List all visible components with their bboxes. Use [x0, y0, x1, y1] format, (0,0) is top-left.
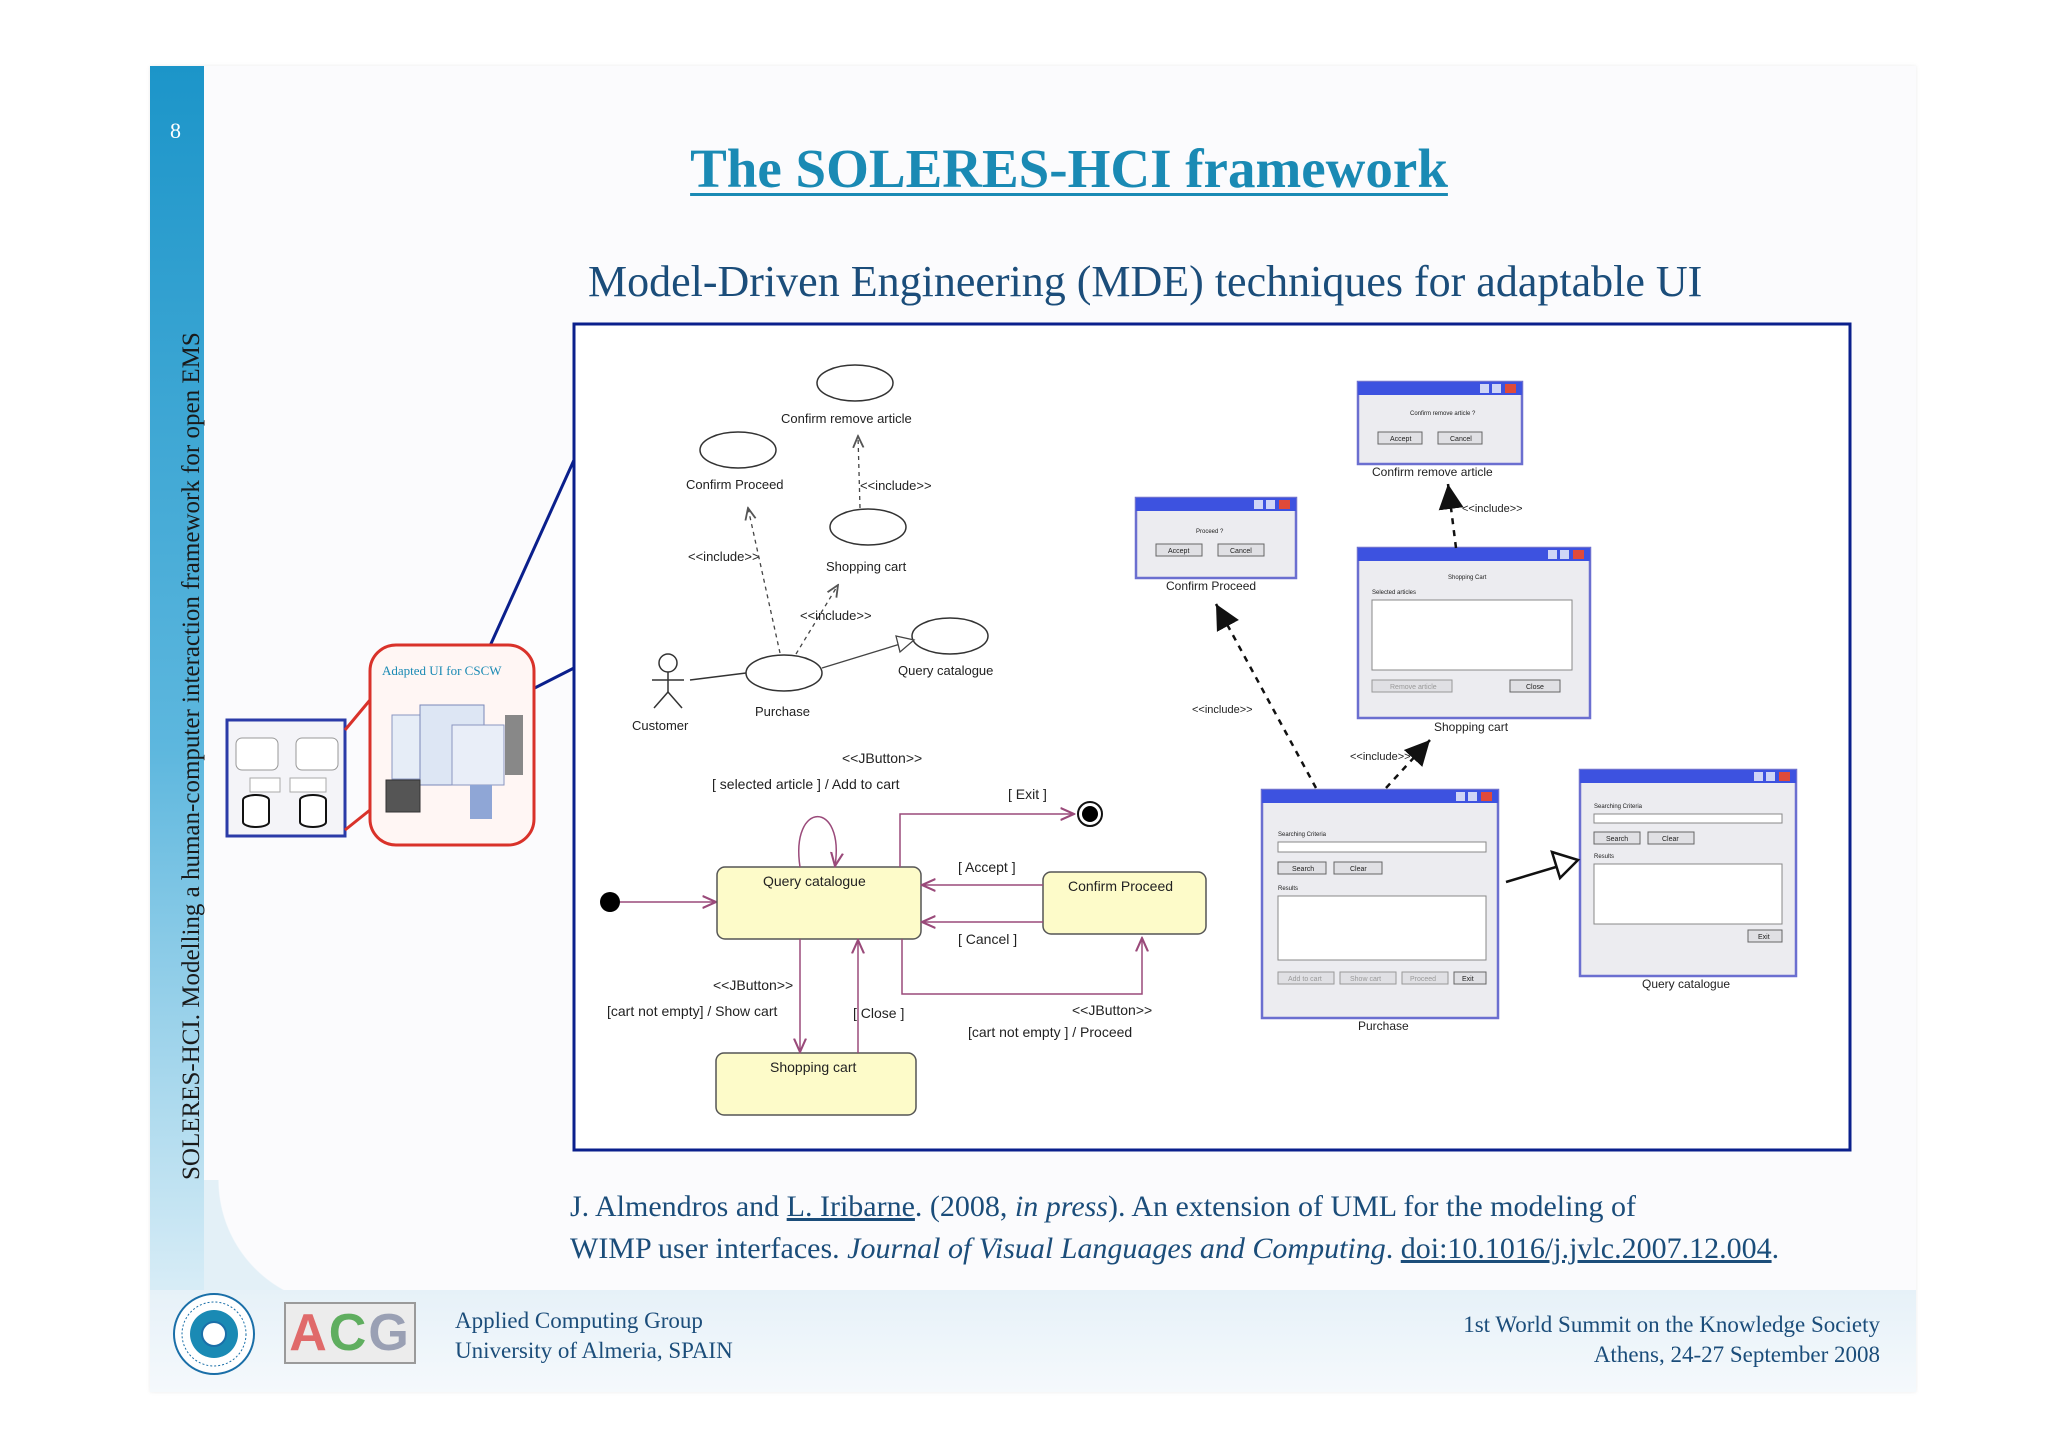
- slide-title: The SOLERES-HCI framework: [690, 138, 1448, 199]
- window-confirm-proceed: Proceed ? Accept Cancel Confirm Proceed: [1134, 496, 1298, 593]
- svg-text:Confirm remove article ?: Confirm remove article ?: [1410, 411, 1476, 417]
- acg-logo: ACG: [284, 1302, 416, 1364]
- svg-text:Proceed ?: Proceed ?: [1196, 529, 1224, 535]
- footer-date: Athens, 24-27 September 2008: [1593, 1342, 1880, 1367]
- svg-text:Close: Close: [1526, 684, 1544, 691]
- svg-text:Confirm Proceed: Confirm Proceed: [1166, 579, 1256, 593]
- doi-link[interactable]: doi:10.1016/j.jvlc.2007.12.004: [1400, 1232, 1772, 1265]
- ui-windows: Confirm remove article ? Accept Cancel C…: [1134, 380, 1798, 1033]
- inset-thumbnail: [225, 699, 372, 838]
- uc-include-2: <<include>>: [688, 549, 760, 564]
- university-seal: [173, 1293, 255, 1375]
- window-purchase: Searching Criteria Search Clear Results …: [1260, 788, 1500, 1033]
- label-close: [ Close ]: [853, 1005, 904, 1021]
- svg-text:Remove article: Remove article: [1390, 684, 1437, 691]
- slide-subtitle: Model-Driven Engineering (MDE) technique…: [588, 257, 1703, 306]
- cscw-label: Adapted UI for CSCW: [382, 663, 502, 678]
- uc-shopping-cart: Shopping cart: [826, 559, 907, 574]
- label-exit: [ Exit ]: [1008, 786, 1047, 802]
- svg-text:Proceed: Proceed: [1410, 976, 1436, 983]
- svg-text:Accept: Accept: [1168, 548, 1189, 555]
- window-query-catalogue: Searching Criteria Search Clear Results …: [1578, 768, 1798, 991]
- uc-purchase: Purchase: [755, 704, 810, 719]
- state-cart: Shopping cart: [770, 1059, 857, 1075]
- uc-include-3: <<include>>: [800, 608, 872, 623]
- svg-text:Add to cart: Add to cart: [1288, 976, 1322, 983]
- svg-text:Shopping cart: Shopping cart: [1434, 720, 1509, 734]
- label-cancel: [ Cancel ]: [958, 931, 1017, 947]
- win-include-2: <<include>>: [1192, 704, 1253, 716]
- label-jbutton-3: <<JButton>>: [1072, 1002, 1152, 1018]
- footer-group: Applied Computing Group: [455, 1308, 703, 1333]
- uc-actor-customer: Customer: [632, 718, 689, 733]
- svg-text:Purchase: Purchase: [1358, 1019, 1409, 1033]
- svg-text:Selected articles: Selected articles: [1372, 590, 1416, 596]
- footer-band: [150, 1290, 1916, 1392]
- cscw-callout: Adapted UI for CSCW: [368, 643, 536, 847]
- svg-text:Exit: Exit: [1758, 934, 1770, 941]
- svg-text:Results: Results: [1594, 854, 1614, 860]
- svg-text:Search: Search: [1292, 866, 1314, 873]
- svg-text:Clear: Clear: [1662, 836, 1679, 843]
- acg-logo-text: ACG: [289, 1304, 411, 1362]
- uc-include-1: <<include>>: [860, 478, 932, 493]
- label-accept: [ Accept ]: [958, 859, 1016, 875]
- footer-event: 1st World Summit on the Knowledge Societ…: [1463, 1312, 1880, 1337]
- uc-confirm-proceed: Confirm Proceed: [686, 477, 784, 492]
- sidebar-bar: [150, 66, 204, 1306]
- svg-text:Clear: Clear: [1350, 866, 1367, 873]
- citation: J. Almendros and L. Iribarne. (2008, in …: [570, 1186, 1779, 1270]
- author-link[interactable]: L. Iribarne: [786, 1190, 915, 1223]
- svg-text:Cancel: Cancel: [1450, 436, 1472, 443]
- svg-text:Shopping Cart: Shopping Cart: [1448, 575, 1487, 581]
- svg-text:Show cart: Show cart: [1350, 976, 1381, 983]
- footer-right: 1st World Summit on the Knowledge Societ…: [1340, 1310, 1880, 1370]
- uc-query-catalogue: Query catalogue: [898, 663, 993, 678]
- page-number: 8: [170, 118, 181, 143]
- citation-line-1: J. Almendros and L. Iribarne. (2008, in …: [570, 1190, 1636, 1223]
- uc-confirm-remove: Confirm remove article: [781, 411, 912, 426]
- state-diagram: Query catalogue Confirm Proceed Shopping…: [600, 750, 1207, 1116]
- window-shopping-cart: Shopping Cart Selected articles Remove a…: [1356, 546, 1592, 734]
- label-proceed: [cart not empty ] / Proceed: [968, 1024, 1132, 1040]
- svg-text:Results: Results: [1278, 886, 1298, 892]
- footer-left: Applied Computing Group University of Al…: [455, 1306, 733, 1366]
- window-confirm-remove: Confirm remove article ? Accept Cancel C…: [1356, 380, 1524, 479]
- label-selected: [ selected article ] / Add to cart: [712, 776, 900, 792]
- label-jbutton-1: <<JButton>>: [842, 750, 922, 766]
- svg-text:Exit: Exit: [1462, 976, 1474, 983]
- diagram-frame: [572, 322, 1852, 1152]
- use-case-diagram: Confirm remove article Confirm Proceed S…: [632, 364, 993, 733]
- state-query: Query catalogue: [763, 873, 866, 889]
- svg-text:Cancel: Cancel: [1230, 548, 1252, 555]
- state-confirm: Confirm Proceed: [1068, 878, 1173, 894]
- svg-text:Query catalogue: Query catalogue: [1642, 977, 1730, 991]
- svg-text:Accept: Accept: [1390, 436, 1411, 443]
- label-show-cart: [cart not empty] / Show cart: [607, 1003, 778, 1019]
- sidebar-corner: [204, 1180, 344, 1306]
- svg-text:Search: Search: [1606, 836, 1628, 843]
- svg-text:Searching Criteria: Searching Criteria: [1594, 804, 1643, 810]
- label-jbutton-2: <<JButton>>: [713, 977, 793, 993]
- svg-text:Confirm remove article: Confirm remove article: [1372, 465, 1493, 479]
- svg-text:Searching Criteria: Searching Criteria: [1278, 832, 1327, 838]
- win-include-3: <<include>>: [1350, 751, 1411, 763]
- footer-university: University of Almeria, SPAIN: [455, 1338, 733, 1363]
- citation-line-2: WIMP user interfaces. Journal of Visual …: [570, 1232, 1780, 1265]
- win-include-1: <<include>>: [1462, 503, 1523, 515]
